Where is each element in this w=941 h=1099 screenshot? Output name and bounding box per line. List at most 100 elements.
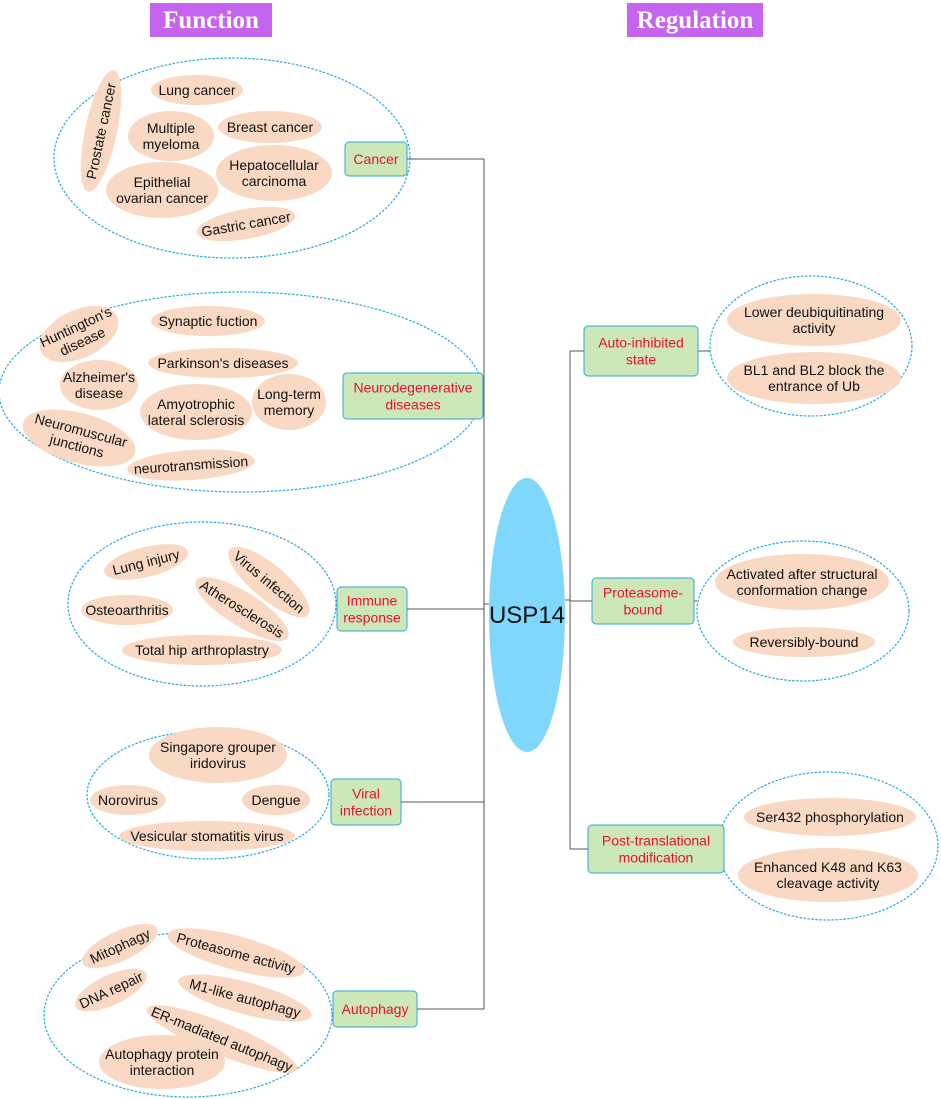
item-label: cleavage activity: [777, 875, 880, 891]
category-label: infection: [340, 803, 392, 819]
item-bubble: [128, 111, 214, 161]
item-label: memory: [264, 402, 315, 418]
item-label: Norovirus: [98, 792, 158, 808]
item-label: Lower deubiquitinating: [744, 304, 884, 320]
item-bubble: [218, 111, 322, 143]
function-item: Norovirus: [90, 785, 166, 815]
category-label: Post-translational: [602, 833, 710, 849]
item-label: Lung cancer: [158, 82, 235, 98]
item-bubble: [99, 1035, 225, 1089]
regulation-group-outline: [709, 275, 913, 417]
item-bubble: [195, 576, 289, 642]
item-label: Reversibly-bound: [750, 634, 859, 650]
item-bubble: [252, 374, 326, 430]
item-label: disease: [75, 385, 123, 401]
item-label: iridovirus: [190, 755, 246, 771]
item-label: Dengue: [251, 792, 300, 808]
item-bubble: [744, 798, 916, 836]
item-label: interaction: [130, 1062, 195, 1078]
usp14-ellipse: [489, 478, 565, 752]
category-box: [336, 586, 408, 632]
function-item: Lung injury: [104, 544, 188, 580]
category-box: [583, 325, 699, 377]
function-group-outline: [53, 57, 411, 259]
item-bubble: [22, 409, 136, 467]
category-box: [342, 372, 484, 420]
item-bubble: [167, 928, 305, 978]
regulation-group-outline: [696, 540, 910, 682]
function-item: Synaptic fuction: [151, 306, 265, 336]
item-label: neurotransmission: [133, 453, 248, 477]
header-layer: Function Regulation: [150, 3, 763, 37]
regulation-header: Regulation: [637, 7, 754, 34]
function-header: Function: [163, 7, 259, 34]
item-label: Activated after structural: [727, 566, 878, 582]
item-bubble: [119, 821, 295, 851]
category-label: Proteasome-: [603, 585, 683, 601]
function-item: Mitophagy: [82, 923, 158, 969]
function-item: Osteoarthritis: [81, 595, 173, 625]
function-item: Parkinson's diseases: [148, 348, 298, 378]
item-label: Alzheimer's: [63, 369, 135, 385]
function-item: neurotransmission: [127, 449, 255, 481]
item-bubble: [60, 360, 138, 410]
item-label: entrance of Ub: [768, 378, 860, 394]
item-label: Multiple: [147, 120, 195, 136]
category-label: Neurodegenerative: [353, 380, 472, 396]
item-label: carcinoma: [242, 173, 307, 189]
category-label: Viral: [352, 786, 380, 802]
category-label: diseases: [385, 397, 440, 413]
function-header-box: [150, 3, 272, 37]
item-bubble: [146, 1005, 298, 1073]
item-bubble: [196, 206, 296, 242]
item-label: Long-term: [257, 386, 321, 402]
item-bubble: [127, 449, 255, 481]
function-item: DNA repair: [75, 968, 147, 1012]
item-label: Breast cancer: [227, 119, 314, 135]
item-label: Osteoarthritis: [85, 602, 168, 618]
item-bubble: [242, 785, 310, 815]
regulation-item: Ser432 phosphorylation: [744, 798, 916, 836]
item-bubble: [81, 595, 173, 625]
function-item: Gastric cancer: [196, 206, 296, 242]
regulation-group-outline: [717, 771, 939, 921]
item-bubble: [151, 75, 243, 105]
item-label: Epithelial: [134, 174, 191, 190]
item-bubble: [122, 635, 282, 665]
function-group-outline: [67, 521, 337, 687]
item-label: activity: [793, 320, 836, 336]
function-item: Dengue: [242, 785, 310, 815]
item-bubble: [82, 923, 158, 969]
item-label: Enhanced K48 and K63: [754, 859, 902, 875]
category-label: bound: [624, 602, 663, 618]
item-bubble: [151, 306, 265, 336]
category-box: [330, 778, 402, 826]
category-label: Cancer: [353, 151, 398, 167]
item-bubble: [75, 968, 147, 1012]
item-bubble: [178, 974, 312, 1022]
item-label: Hepatocellular: [229, 157, 319, 173]
item-label: lateral sclerosis: [148, 412, 244, 428]
category-box: [587, 824, 725, 874]
item-bubble: [80, 70, 122, 192]
item-bubble: [727, 294, 901, 346]
item-label: Amyotrophic: [157, 396, 235, 412]
regulation-header-box: [627, 3, 763, 37]
item-label: conformation change: [737, 582, 868, 598]
item-bubble: [738, 848, 918, 902]
